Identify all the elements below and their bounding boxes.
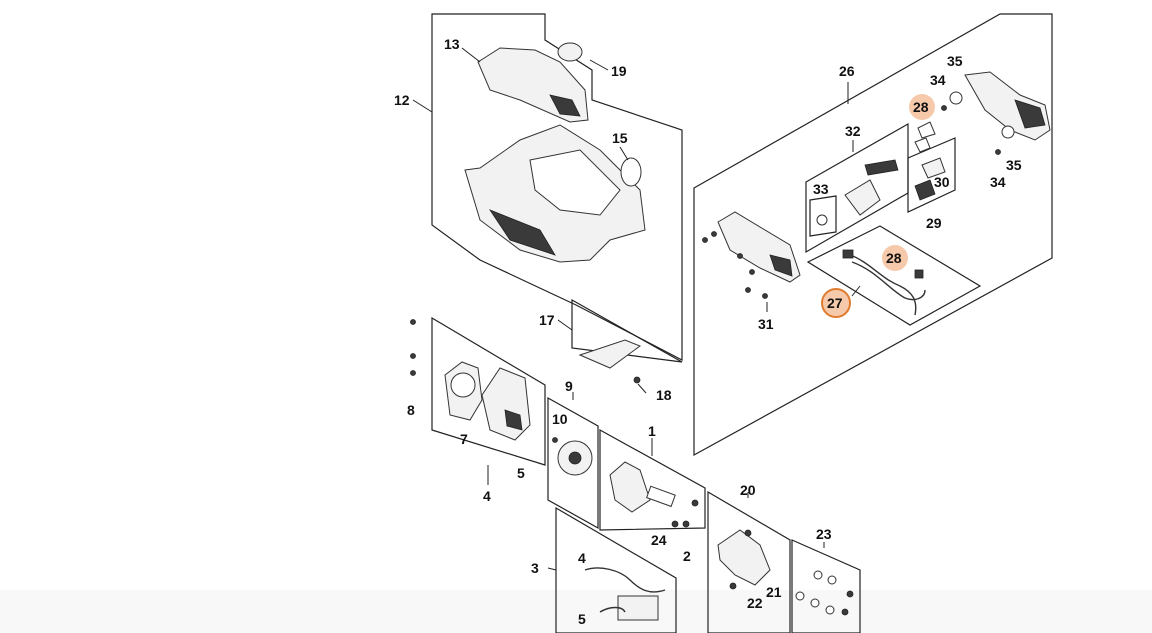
callout-21: 21 — [766, 584, 782, 600]
callout-3: 3 — [531, 560, 539, 576]
callout-17: 17 — [539, 312, 555, 328]
callout-24: 24 — [651, 532, 667, 548]
highlight-27-marker[interactable] — [821, 288, 851, 318]
highlight-28-top-marker[interactable] — [909, 94, 935, 120]
blower-group-7 — [410, 316, 546, 466]
motor-group-1 — [599, 428, 706, 531]
callout-27[interactable]: 27 — [827, 295, 843, 311]
callout-30: 30 — [934, 174, 950, 190]
callout-15: 15 — [612, 130, 628, 146]
callout-29: 29 — [926, 215, 942, 231]
callout-11: 9 — [565, 378, 573, 394]
callout-14: 13 — [444, 36, 460, 52]
filter-group-17 — [571, 298, 683, 384]
callout-18: 18 — [656, 387, 672, 403]
callout-28-top[interactable]: 28 — [913, 99, 929, 115]
callout-33: 33 — [813, 181, 829, 197]
fan-group-11 — [547, 396, 599, 530]
callout-26: 26 — [839, 63, 855, 79]
highlighted-callouts[interactable]: 28 28 27 — [821, 94, 935, 318]
callout-8: 5 — [517, 465, 525, 481]
fasteners-group-23 — [791, 539, 861, 633]
callout-2: 2 — [683, 548, 691, 564]
callout-28-harness[interactable]: 28 — [886, 250, 902, 266]
callout-13: 12 — [394, 92, 410, 108]
callout-1: 1 — [648, 423, 656, 439]
callout-35-right: 35 — [1006, 157, 1022, 173]
handle-group-26 — [693, 13, 1053, 457]
callout-10: 8 — [407, 402, 415, 418]
leader-lines — [412, 47, 861, 571]
callout-23: 23 — [816, 526, 832, 542]
callout-20: 20 — [740, 482, 756, 498]
housing-group-13 — [431, 13, 683, 361]
callout-19: 19 — [611, 63, 627, 79]
callout-22: 22 — [747, 595, 763, 611]
callout-34-right: 34 — [990, 174, 1006, 190]
gearhead-group-20 — [707, 490, 791, 633]
electronics-group-3 — [555, 506, 677, 633]
callout-31: 31 — [758, 316, 774, 332]
highlight-28-harness-marker[interactable] — [882, 245, 908, 271]
callout-32: 32 — [845, 123, 861, 139]
callout-12: 10 — [552, 411, 568, 427]
callout-7: 4 — [483, 488, 491, 504]
callout-9: 7 — [460, 431, 468, 447]
callout-35-top: 35 — [947, 53, 963, 69]
callout-34-top: 34 — [930, 72, 946, 88]
callout-4: 4 — [578, 550, 586, 566]
callout-5: 5 — [578, 611, 586, 627]
callout-labels: 12 13 19 15 26 32 33 35 34 35 34 30 29 3… — [394, 36, 1022, 627]
